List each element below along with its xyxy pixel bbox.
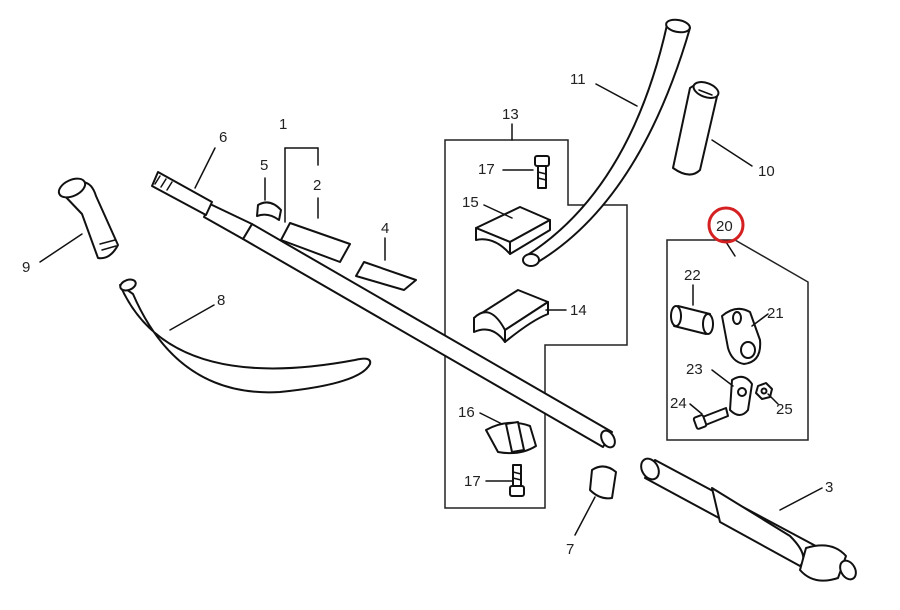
label-10: 10 [758, 163, 775, 180]
part-11-handlebar [522, 18, 691, 267]
label-8: 8 [217, 292, 225, 309]
label-23: 23 [686, 361, 703, 378]
part-7-clip [589, 465, 617, 500]
label-17-bottom: 17 [464, 473, 481, 490]
leader-lines [39, 83, 823, 536]
group-box-13 [444, 139, 628, 509]
label-24: 24 [670, 395, 687, 412]
part-10-grip [672, 81, 720, 176]
label-25: 25 [776, 401, 793, 418]
highlight-circle-20 [707, 206, 745, 244]
label-5: 5 [260, 157, 268, 174]
part-3-drive-tube [640, 457, 857, 582]
label-17-top: 17 [478, 161, 495, 178]
label-21: 21 [767, 305, 784, 322]
part-23-bracket [729, 375, 753, 416]
part-4-sleeve [355, 261, 417, 291]
label-3: 3 [825, 479, 833, 496]
label-15: 15 [462, 194, 479, 211]
part-5-ring [256, 201, 282, 221]
part-15-clamp-top [475, 206, 551, 255]
label-20: 20 [716, 218, 733, 235]
part-14-clamp-mid [473, 289, 549, 343]
label-4: 4 [381, 220, 389, 237]
part-8-bar [119, 278, 372, 394]
part-24-bolt [692, 407, 729, 430]
group-box-20 [666, 239, 809, 441]
label-2: 2 [313, 177, 321, 194]
label-11: 11 [570, 71, 586, 88]
label-6: 6 [219, 129, 227, 146]
label-22: 22 [684, 267, 701, 284]
part-17-bolt-top [534, 155, 550, 189]
part-17-bolt-bottom [509, 464, 525, 497]
main-shaft [151, 171, 616, 449]
label-13: 13 [502, 106, 519, 123]
part-2-sleeve [280, 222, 351, 263]
label-9: 9 [22, 259, 30, 276]
label-7: 7 [566, 541, 574, 558]
label-1: 1 [279, 116, 287, 133]
label-16: 16 [458, 404, 475, 421]
part-16-clamp-lower [485, 421, 537, 455]
part-21-bracket [721, 307, 762, 365]
label-14: 14 [570, 302, 587, 319]
part-9-grip [57, 177, 119, 260]
part-22-spacer [670, 305, 714, 335]
